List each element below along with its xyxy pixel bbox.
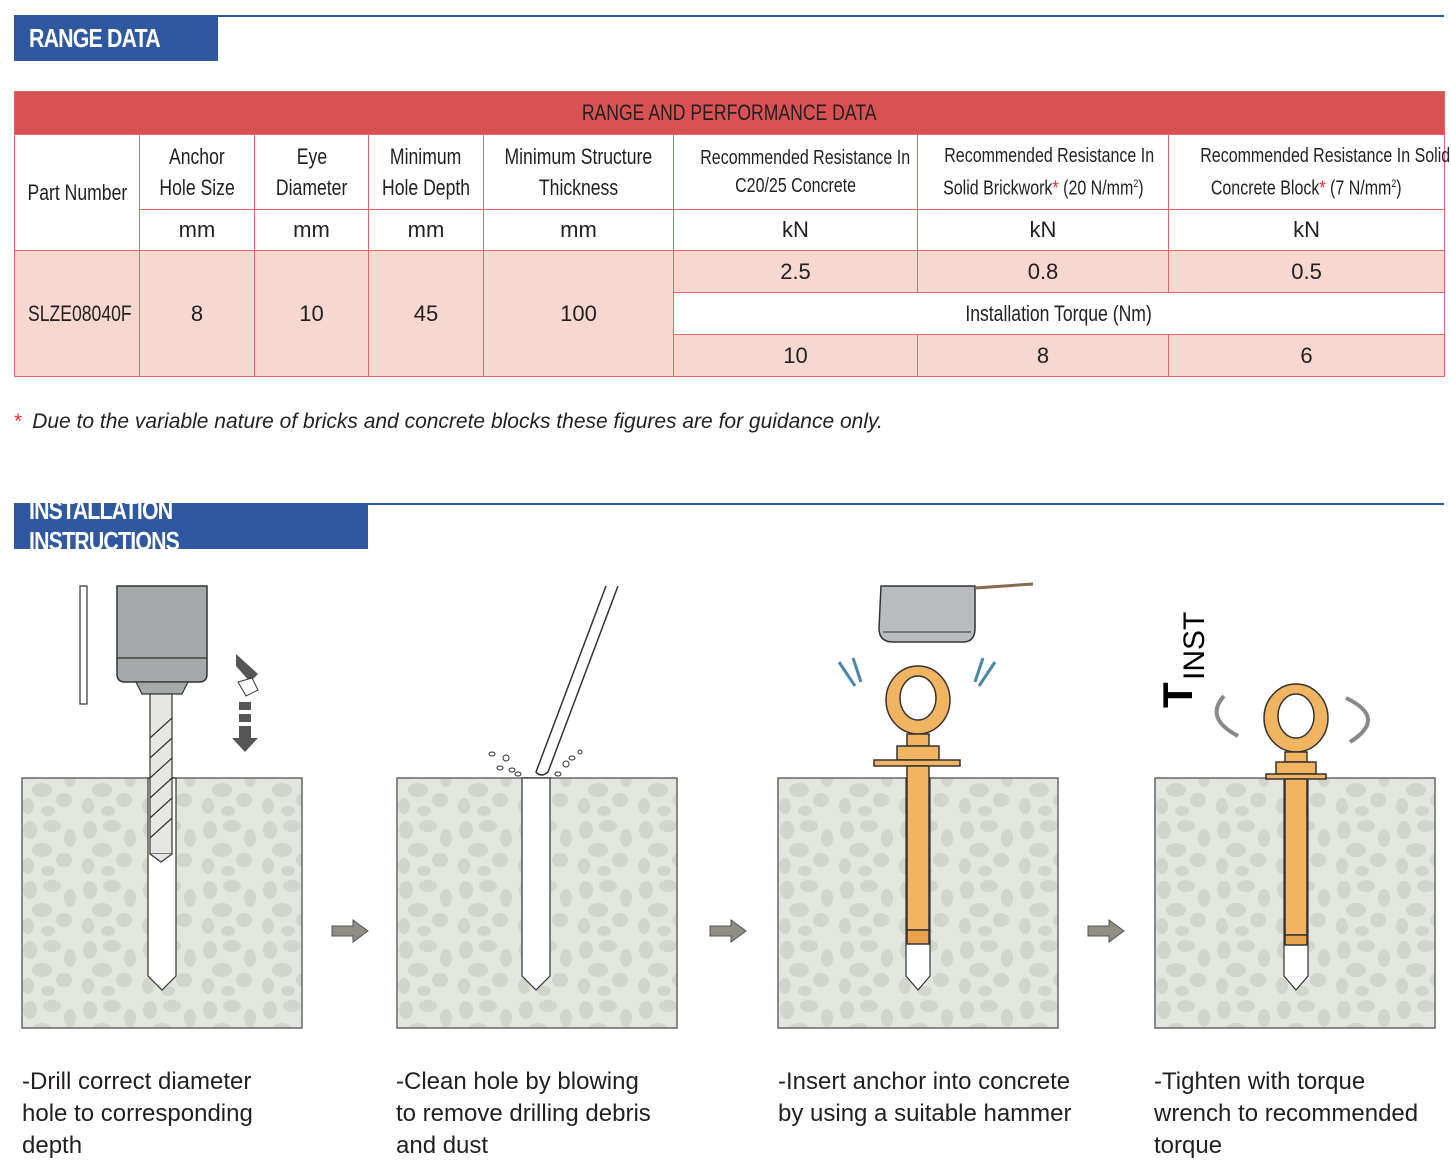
unit-cell: kN	[673, 209, 918, 251]
step-4-caption: -Tighten with torque wrench to recommend…	[1154, 1068, 1419, 1159]
unit-cell: kN	[1167, 209, 1446, 251]
rotation-arrow-icon	[1214, 694, 1370, 744]
step-3-caption: -Insert anchor into concrete by using a …	[778, 1068, 1072, 1127]
unit-cell: mm	[483, 209, 674, 251]
table-title-row: RANGE AND PERFORMANCE DATA	[13, 91, 1446, 135]
step-2-clean-illustration	[396, 585, 678, 1029]
unit-cell: kN	[917, 209, 1169, 251]
guide-rod	[79, 585, 88, 705]
eye-anchor	[1263, 683, 1329, 946]
table-units-row: mm mm mm mm kN kN kN	[15, 209, 1446, 251]
unit-cell: mm	[368, 209, 484, 251]
torque-symbol-sub: INST	[1178, 612, 1211, 680]
cell-part-number: SLZE08040F	[14, 250, 140, 377]
table-row-torque-label: Installation Torque (Nm)	[15, 292, 1446, 335]
footnote-text: Due to the variable nature of bricks and…	[32, 410, 883, 433]
installation-heading: INSTALLATION INSTRUCTIONS	[14, 495, 368, 556]
drill-bit	[149, 693, 173, 855]
cell-resistance-brickwork: 0.8	[917, 250, 1169, 293]
step-1-caption: -Drill correct diameter hole to correspo…	[22, 1068, 253, 1159]
cell-min-structure-thickness: 100	[483, 250, 674, 377]
footnote: * Due to the variable nature of bricks an…	[14, 410, 883, 434]
installation-torque-label: Installation Torque (Nm)	[672, 292, 1446, 335]
cell-torque-brickwork: 8	[917, 334, 1169, 377]
installation-rule	[368, 503, 1444, 505]
unit-cell: mm	[254, 209, 369, 251]
hammer-icon	[878, 582, 1034, 643]
step-2-caption: -Clean hole by blowing to remove drillin…	[396, 1068, 651, 1159]
torque-symbol: T INST	[1154, 612, 1211, 708]
step-4-torque-illustration: T INST	[1154, 612, 1436, 1029]
cell-anchor-hole-size: 8	[139, 250, 255, 377]
eye-anchor	[873, 665, 961, 945]
table-row: SLZE08040F 8 10 45 100 2.5 0.8 0.5	[14, 250, 1446, 377]
table-title: RANGE AND PERFORMANCE DATA	[13, 91, 1446, 135]
blow-pipe	[535, 585, 619, 776]
cell-min-hole-depth: 45	[368, 250, 484, 377]
range-data-rule	[218, 15, 1444, 17]
asterisk-marker: *	[1319, 177, 1326, 200]
torque-symbol-main: T	[1154, 682, 1201, 708]
header-part-number: Part Number	[14, 134, 140, 251]
next-step-arrow-icon	[709, 919, 747, 948]
table-row-torque: 10 8 6	[15, 334, 1446, 377]
unit-cell: mm	[139, 209, 255, 251]
installation-heading-text: INSTALLATION INSTRUCTIONS	[29, 495, 180, 556]
footnote-asterisk: *	[14, 410, 23, 433]
range-data-heading-text: RANGE DATA	[29, 22, 161, 53]
range-data-heading: RANGE DATA	[14, 15, 218, 61]
dust-particles	[488, 749, 583, 777]
cell-torque-block: 6	[1167, 334, 1446, 377]
asterisk-marker: *	[1052, 177, 1059, 200]
next-step-arrow-icon	[331, 919, 369, 948]
cell-eye-diameter: 10	[254, 250, 369, 377]
step-1-drill-illustration	[21, 585, 303, 1029]
cell-torque-concrete: 10	[673, 334, 918, 377]
cell-resistance-concrete: 2.5	[673, 250, 918, 293]
range-performance-table: RANGE AND PERFORMANCE DATA Part Number A…	[13, 91, 1450, 377]
drill-body	[116, 585, 208, 683]
drilled-hole	[521, 777, 551, 991]
cell-resistance-block: 0.5	[1167, 250, 1446, 293]
drill-chuck	[135, 681, 189, 695]
step-3-hammer-illustration	[777, 582, 1059, 1029]
next-step-arrow-icon	[1087, 919, 1125, 948]
rotate-down-arrow-icon	[232, 654, 259, 752]
impact-lines-icon	[837, 657, 997, 687]
